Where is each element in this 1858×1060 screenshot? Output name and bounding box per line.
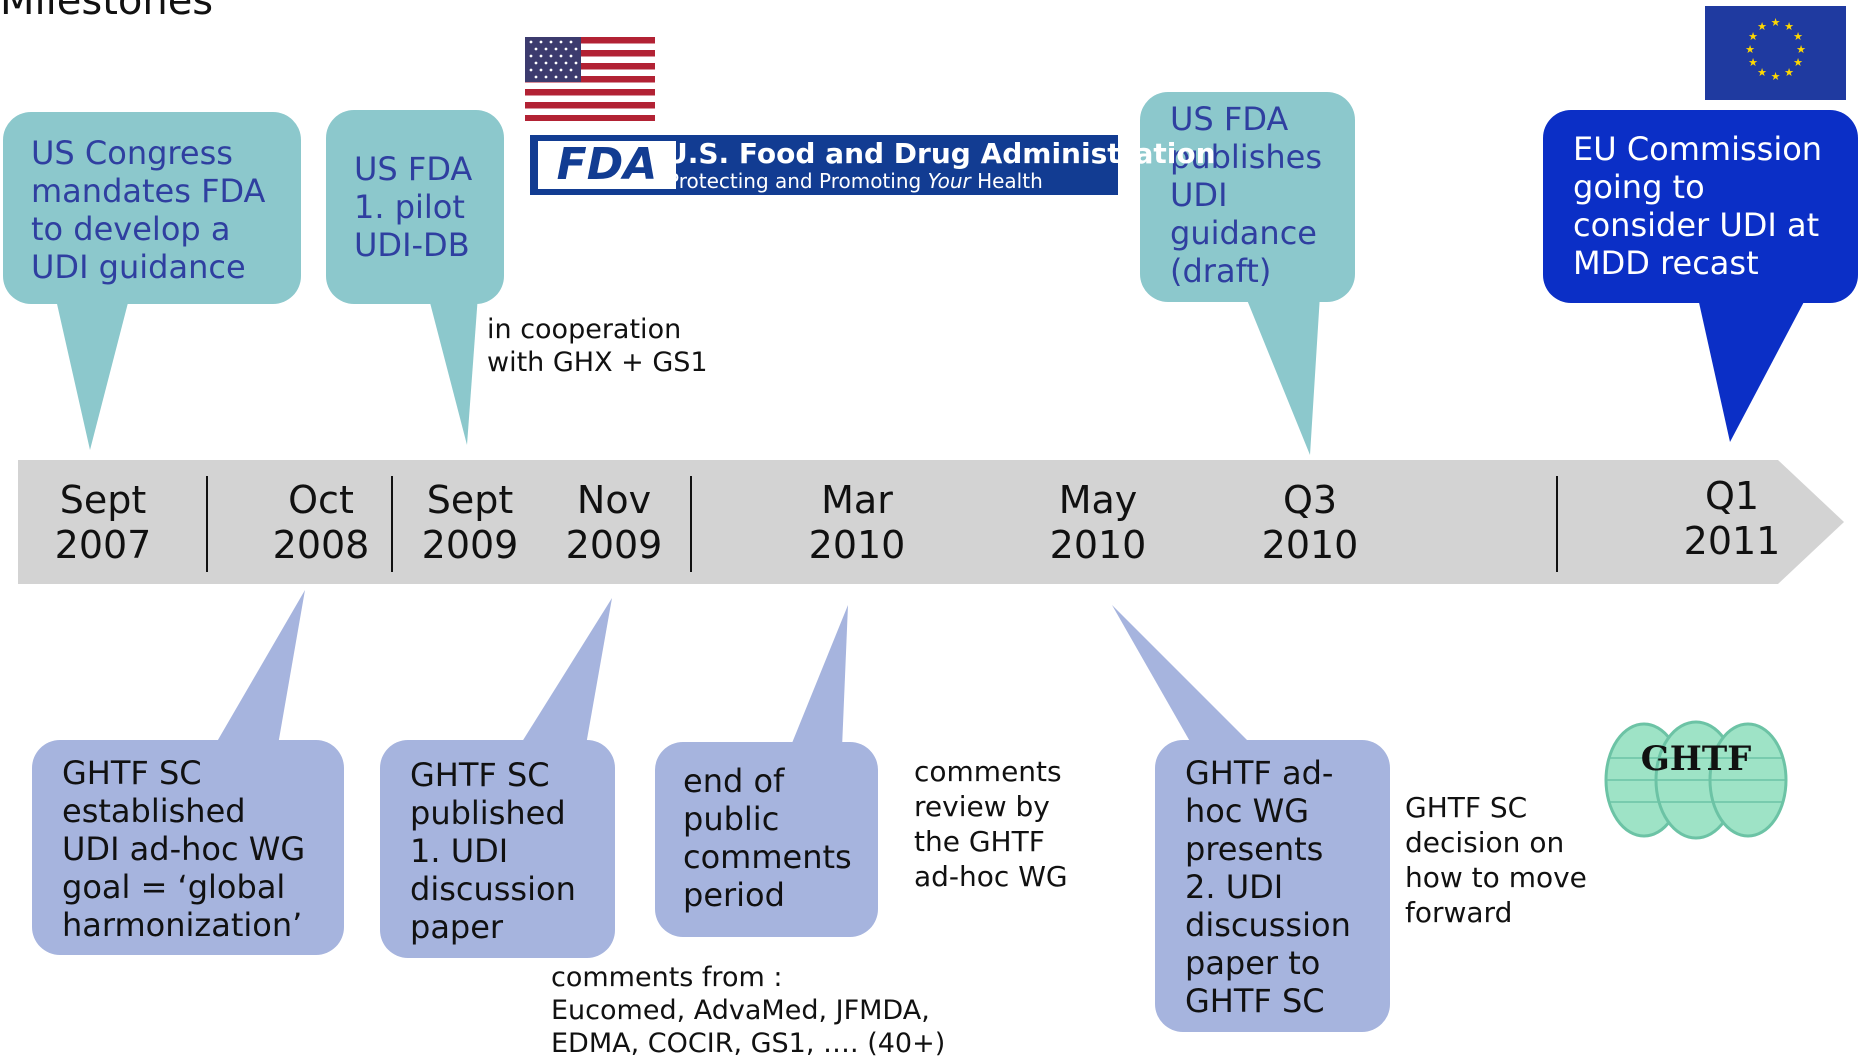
eu-flag-icon: ★ ★ ★ ★ ★ ★ ★ ★ ★ ★ ★ ★ [1705, 6, 1846, 100]
callout-text: GHTF SC established UDI ad-hoc WG goal =… [62, 754, 306, 944]
note-comments-review: comments review by the GHTF ad-hoc WG [914, 755, 1068, 893]
pointer-ghtf-adhoc [1112, 605, 1252, 745]
callout-text: US Congress mandates FDA to develop a UD… [31, 134, 266, 286]
svg-text:★: ★ [1793, 56, 1803, 69]
svg-text:★: ★ [1784, 66, 1794, 79]
callout-text: end of public comments period [683, 762, 852, 914]
us-flag-icon [525, 37, 655, 121]
callout-end-comments: end of public comments period [655, 742, 878, 937]
timeline-divider [391, 476, 393, 572]
timeline-band [18, 460, 1778, 584]
note-decision: GHTF SC decision on how to move forward [1405, 791, 1587, 929]
callout-text: US FDA 1. pilot UDI-DB [354, 150, 473, 264]
timeline-divider [690, 476, 692, 572]
svg-text:★: ★ [1796, 43, 1806, 56]
date-label: Q3 2010 [1261, 478, 1359, 567]
callout-ghtf-established: GHTF SC established UDI ad-hoc WG goal =… [32, 740, 344, 955]
svg-text:★: ★ [1757, 66, 1767, 79]
page-title: Milestones [0, 0, 214, 24]
fda-logo: FDA U.S. Food and Drug Administration Pr… [530, 135, 1216, 195]
svg-text:★: ★ [1771, 16, 1781, 29]
svg-text:★: ★ [1784, 20, 1794, 33]
note-comments-from: comments from : Eucomed, AdvaMed, JFMDA,… [551, 962, 946, 1059]
pointer-fda-pilot [428, 295, 478, 445]
pointer-us-congress [55, 295, 130, 450]
date-label: Oct 2008 [272, 478, 370, 567]
date-label: May 2010 [1049, 478, 1147, 567]
callout-text: GHTF ad- hoc WG presents 2. UDI discussi… [1185, 754, 1351, 1020]
callout-text: US FDA publishes UDI guidance (draft) [1170, 100, 1322, 290]
timeline-divider [206, 476, 208, 572]
date-label: Sept 2009 [421, 478, 519, 567]
fda-mark: FDA [538, 141, 676, 189]
callout-ghtf-published: GHTF SC published 1. UDI discussion pape… [380, 740, 615, 958]
pointer-eu-commission [1698, 298, 1806, 442]
callout-eu-commission: EU Commission going to consider UDI at M… [1543, 110, 1858, 303]
svg-text:★: ★ [1745, 43, 1755, 56]
timeline-arrowhead [1778, 460, 1844, 584]
ghtf-text: GHTF [1641, 739, 1752, 779]
pointer-end-comments [790, 605, 848, 748]
date-label: Q1 2011 [1683, 474, 1781, 563]
svg-text:★: ★ [1771, 70, 1781, 83]
callout-ghtf-adhoc: GHTF ad- hoc WG presents 2. UDI discussi… [1155, 740, 1390, 1032]
callout-fda-pilot: US FDA 1. pilot UDI-DB [326, 110, 504, 304]
pointer-ghtf-published [520, 598, 612, 745]
svg-text:★: ★ [1793, 30, 1803, 43]
date-label: Nov 2009 [565, 478, 663, 567]
callout-text: GHTF SC published 1. UDI discussion pape… [410, 756, 576, 946]
callout-text: EU Commission going to consider UDI at M… [1573, 130, 1823, 282]
pointer-fda-guidance [1245, 295, 1320, 455]
ghtf-globe-icon: GHTF [1604, 720, 1788, 840]
date-label: Sept 2007 [54, 478, 152, 567]
fda-tagline: Protecting and Promoting Your Health [667, 169, 1043, 193]
svg-text:★: ★ [1757, 20, 1767, 33]
timeline-divider [1556, 476, 1558, 572]
ghtf-logo: GHTF [1604, 718, 1788, 842]
callout-us-congress: US Congress mandates FDA to develop a UD… [3, 112, 301, 304]
callout-fda-guidance: US FDA publishes UDI guidance (draft) [1140, 92, 1355, 302]
svg-text:★: ★ [1748, 30, 1758, 43]
date-label: Mar 2010 [808, 478, 906, 567]
pointer-ghtf-established [215, 590, 305, 745]
svg-text:★: ★ [1748, 56, 1758, 69]
note-cooperation: in cooperation with GHX + GS1 [487, 314, 708, 378]
fda-name: U.S. Food and Drug Administration [665, 137, 1216, 170]
